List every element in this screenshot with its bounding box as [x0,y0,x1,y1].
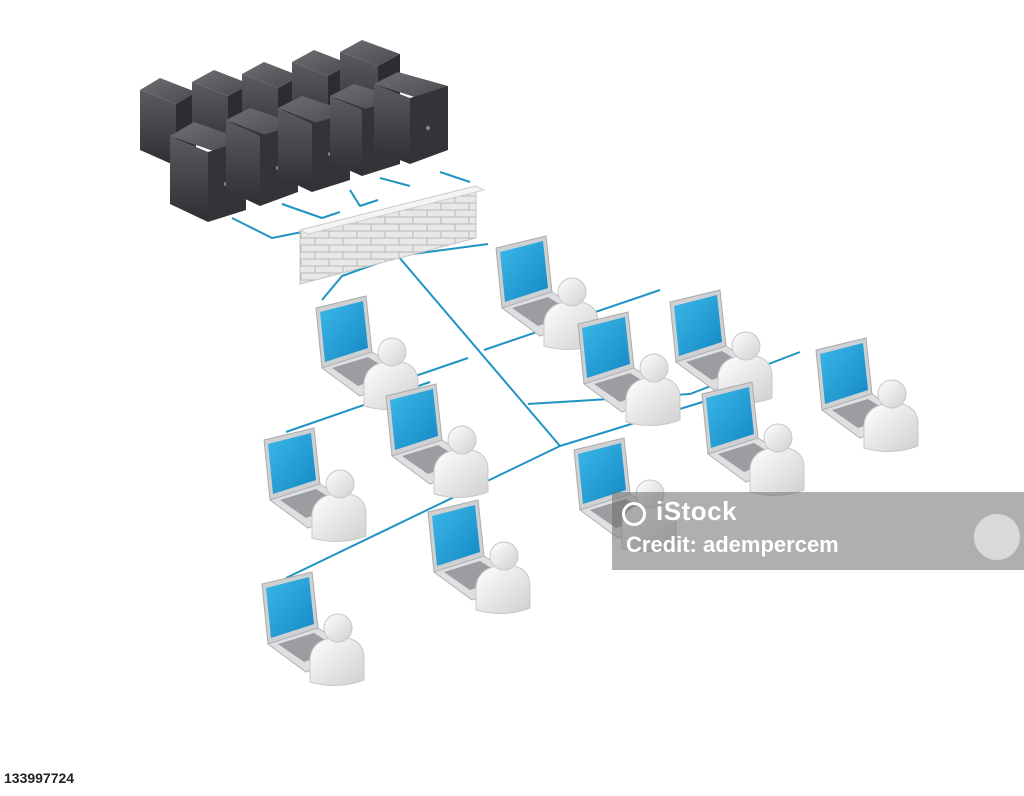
watermark-credit: Credit: adempercem [626,532,839,557]
server-icon [374,72,448,164]
laptop-user [495,235,599,350]
watermark-brand: iStock [656,496,738,526]
laptop-user-group [261,235,919,686]
user-figure-icon [311,469,367,542]
user-figure-icon [749,423,805,496]
laptop-user [427,499,531,614]
istock-logo-icon [622,502,646,526]
laptop-user [577,311,681,426]
firewall-brick-wall [298,185,486,285]
user-figure-icon [863,379,919,452]
user-figure-icon [625,353,681,426]
laptop-user [385,383,489,498]
laptop-user [261,571,365,686]
laptop-user [263,427,367,542]
user-figure-icon [475,541,531,614]
laptop-user [701,381,805,496]
watermark-banner: iStock Credit: adempercem [612,492,1024,570]
laptop-user [315,295,419,410]
image-id-label: 133997724 [0,764,88,792]
laptop-user [815,337,919,452]
user-figure-icon [433,425,489,498]
user-figure-icon [309,613,365,686]
server-rack-group [140,40,448,222]
laptop-user [669,289,773,404]
watermark-circle-icon [974,514,1020,560]
